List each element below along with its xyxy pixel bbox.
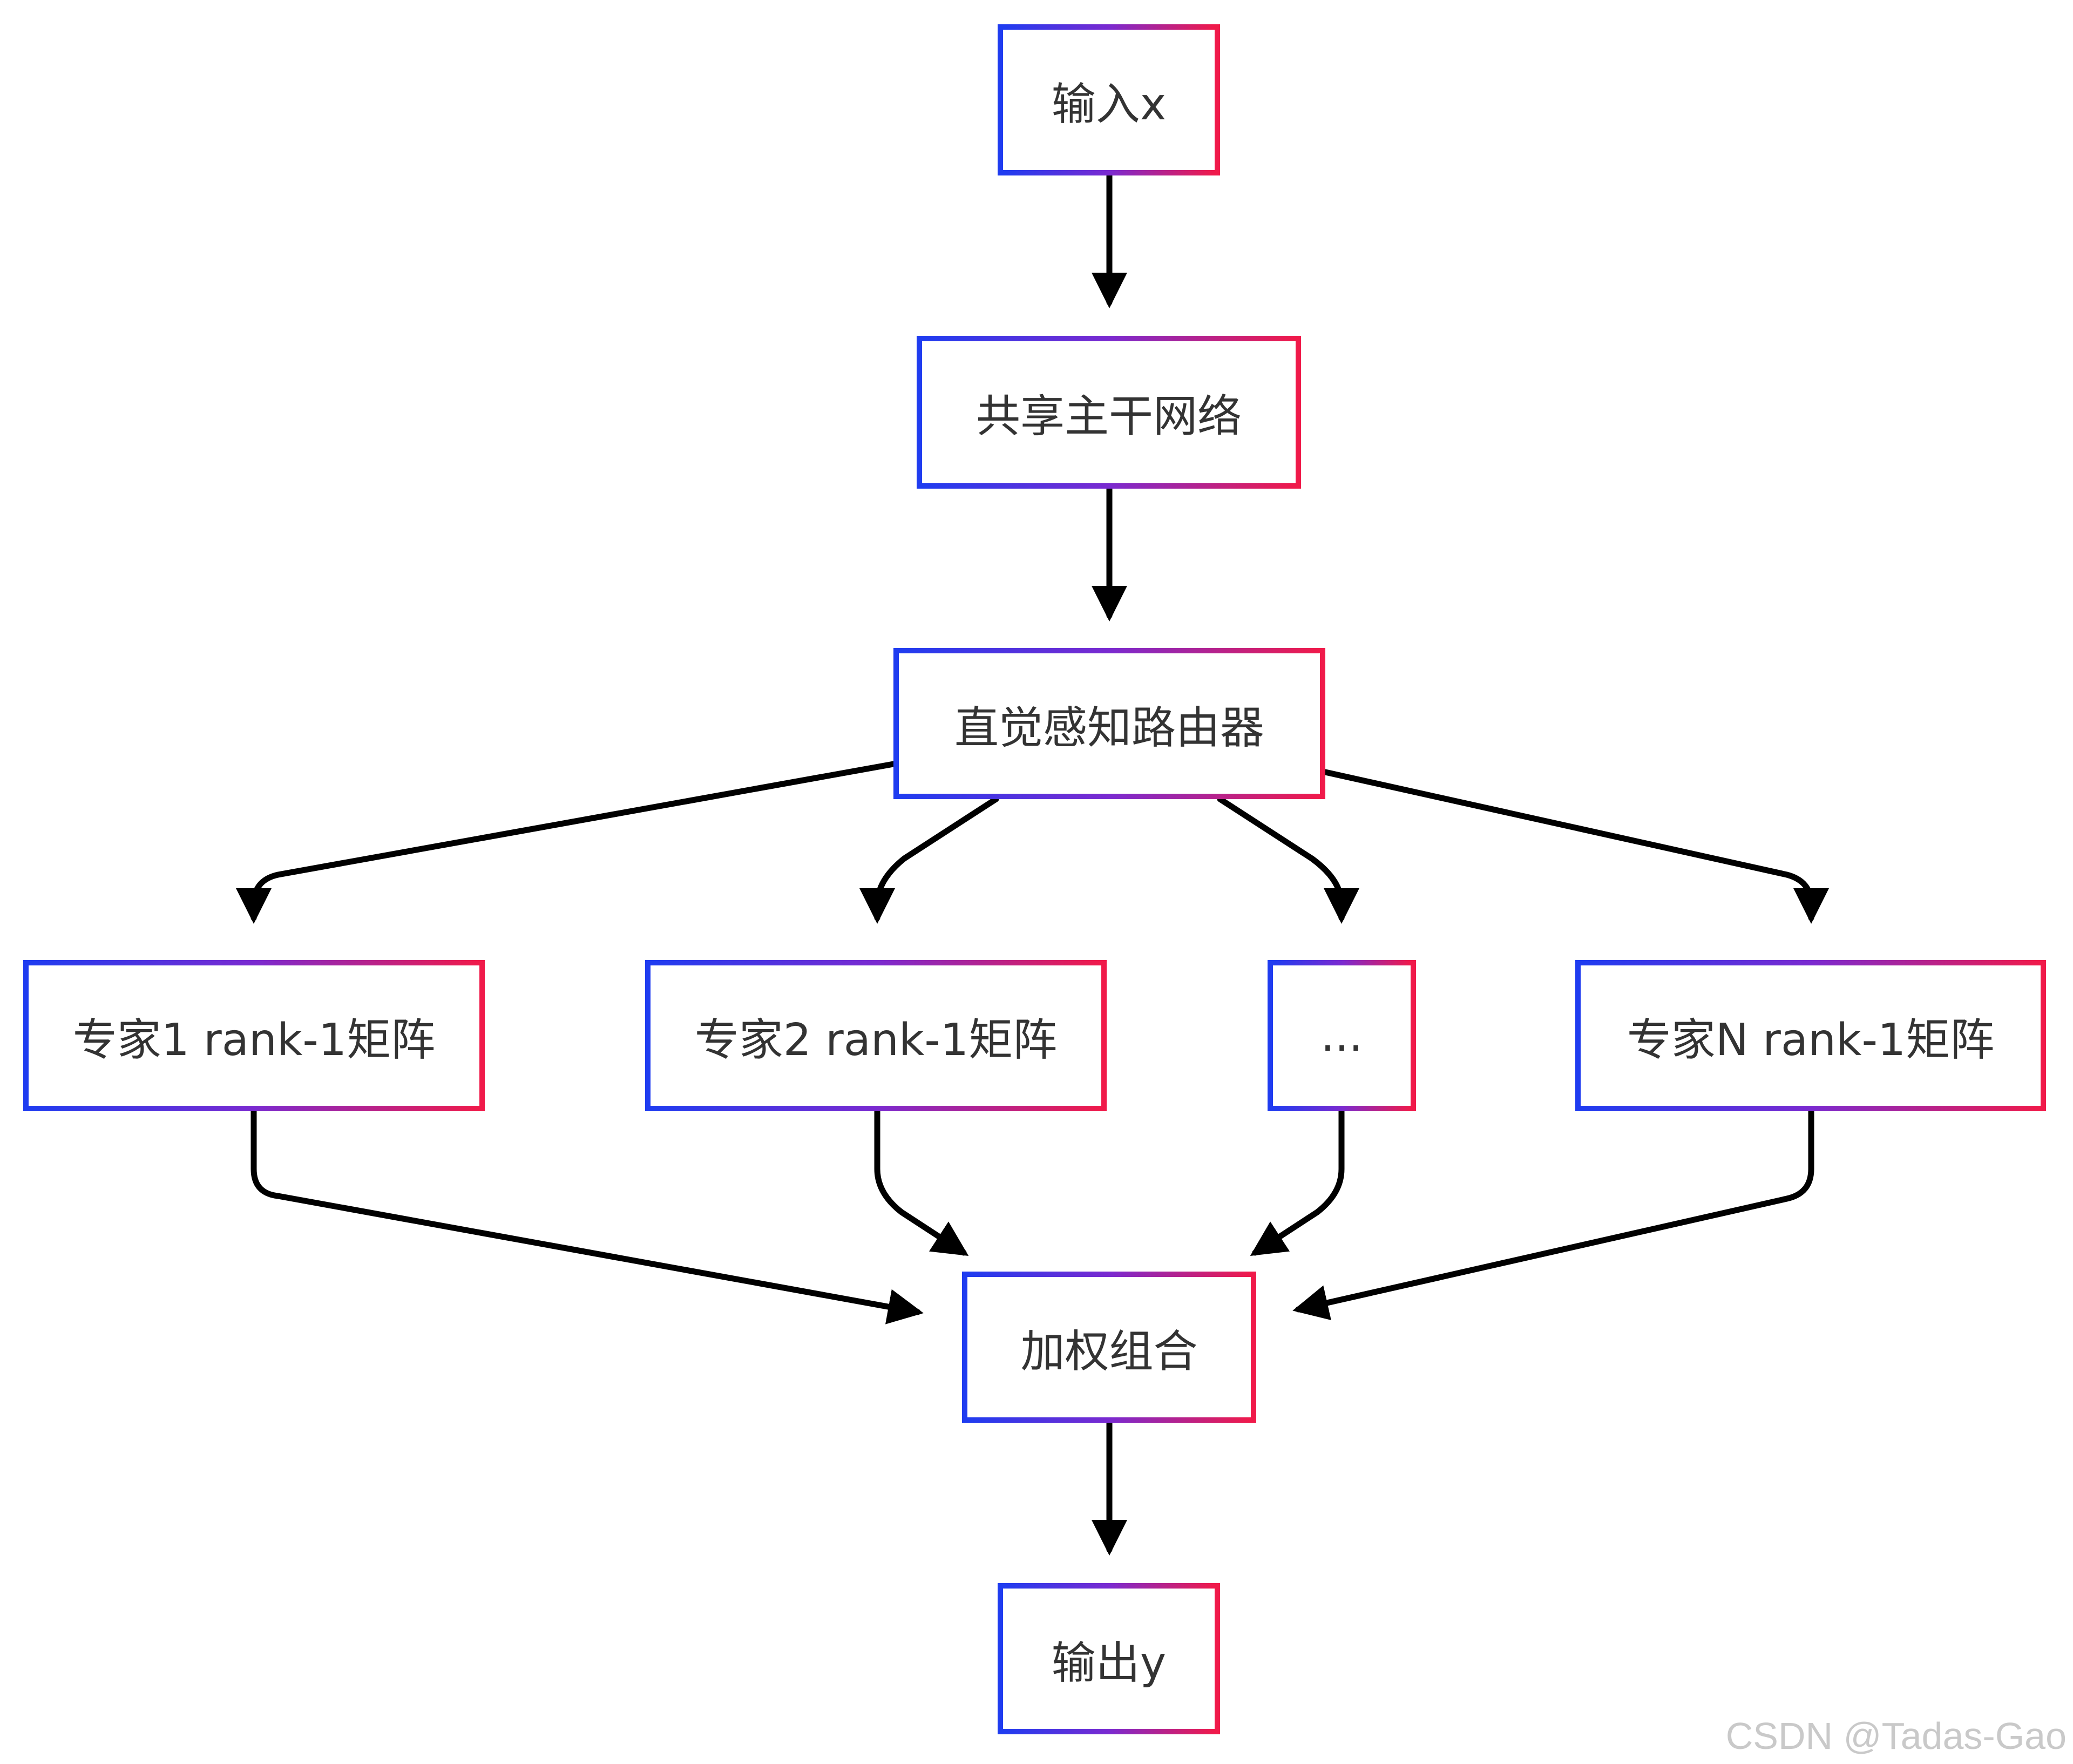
watermark-text: CSDN @Tadas-Gao: [1725, 1715, 2067, 1757]
ellipsis-node: ...: [1268, 960, 1416, 1111]
edge-router-to-expertN: [1322, 769, 1829, 924]
edge-expert1-to-combine: [250, 1106, 924, 1324]
edge-router-to-ellipsis: [1217, 796, 1359, 924]
expert-n-node: 专家N rank-1矩阵: [1575, 960, 2046, 1111]
intuition-router-node: 直觉感知路由器: [893, 648, 1325, 799]
input-node: 输入x: [998, 24, 1220, 175]
edge-router-to-expert1: [236, 761, 897, 924]
expert-1-node: 专家1 rank-1矩阵: [23, 960, 485, 1111]
edge-ellipsis-to-combine: [1250, 1106, 1345, 1256]
weighted-combination-node: 加权组合: [962, 1272, 1256, 1423]
edge-expertN-to-combine: [1292, 1106, 1814, 1321]
shared-backbone-node: 共享主干网络: [917, 336, 1301, 489]
expert-2-node: 专家2 rank-1矩阵: [645, 960, 1107, 1111]
edge-expert2-to-combine: [874, 1106, 969, 1256]
edge-router-to-expert2: [859, 796, 999, 924]
output-node: 输出y: [998, 1583, 1220, 1734]
